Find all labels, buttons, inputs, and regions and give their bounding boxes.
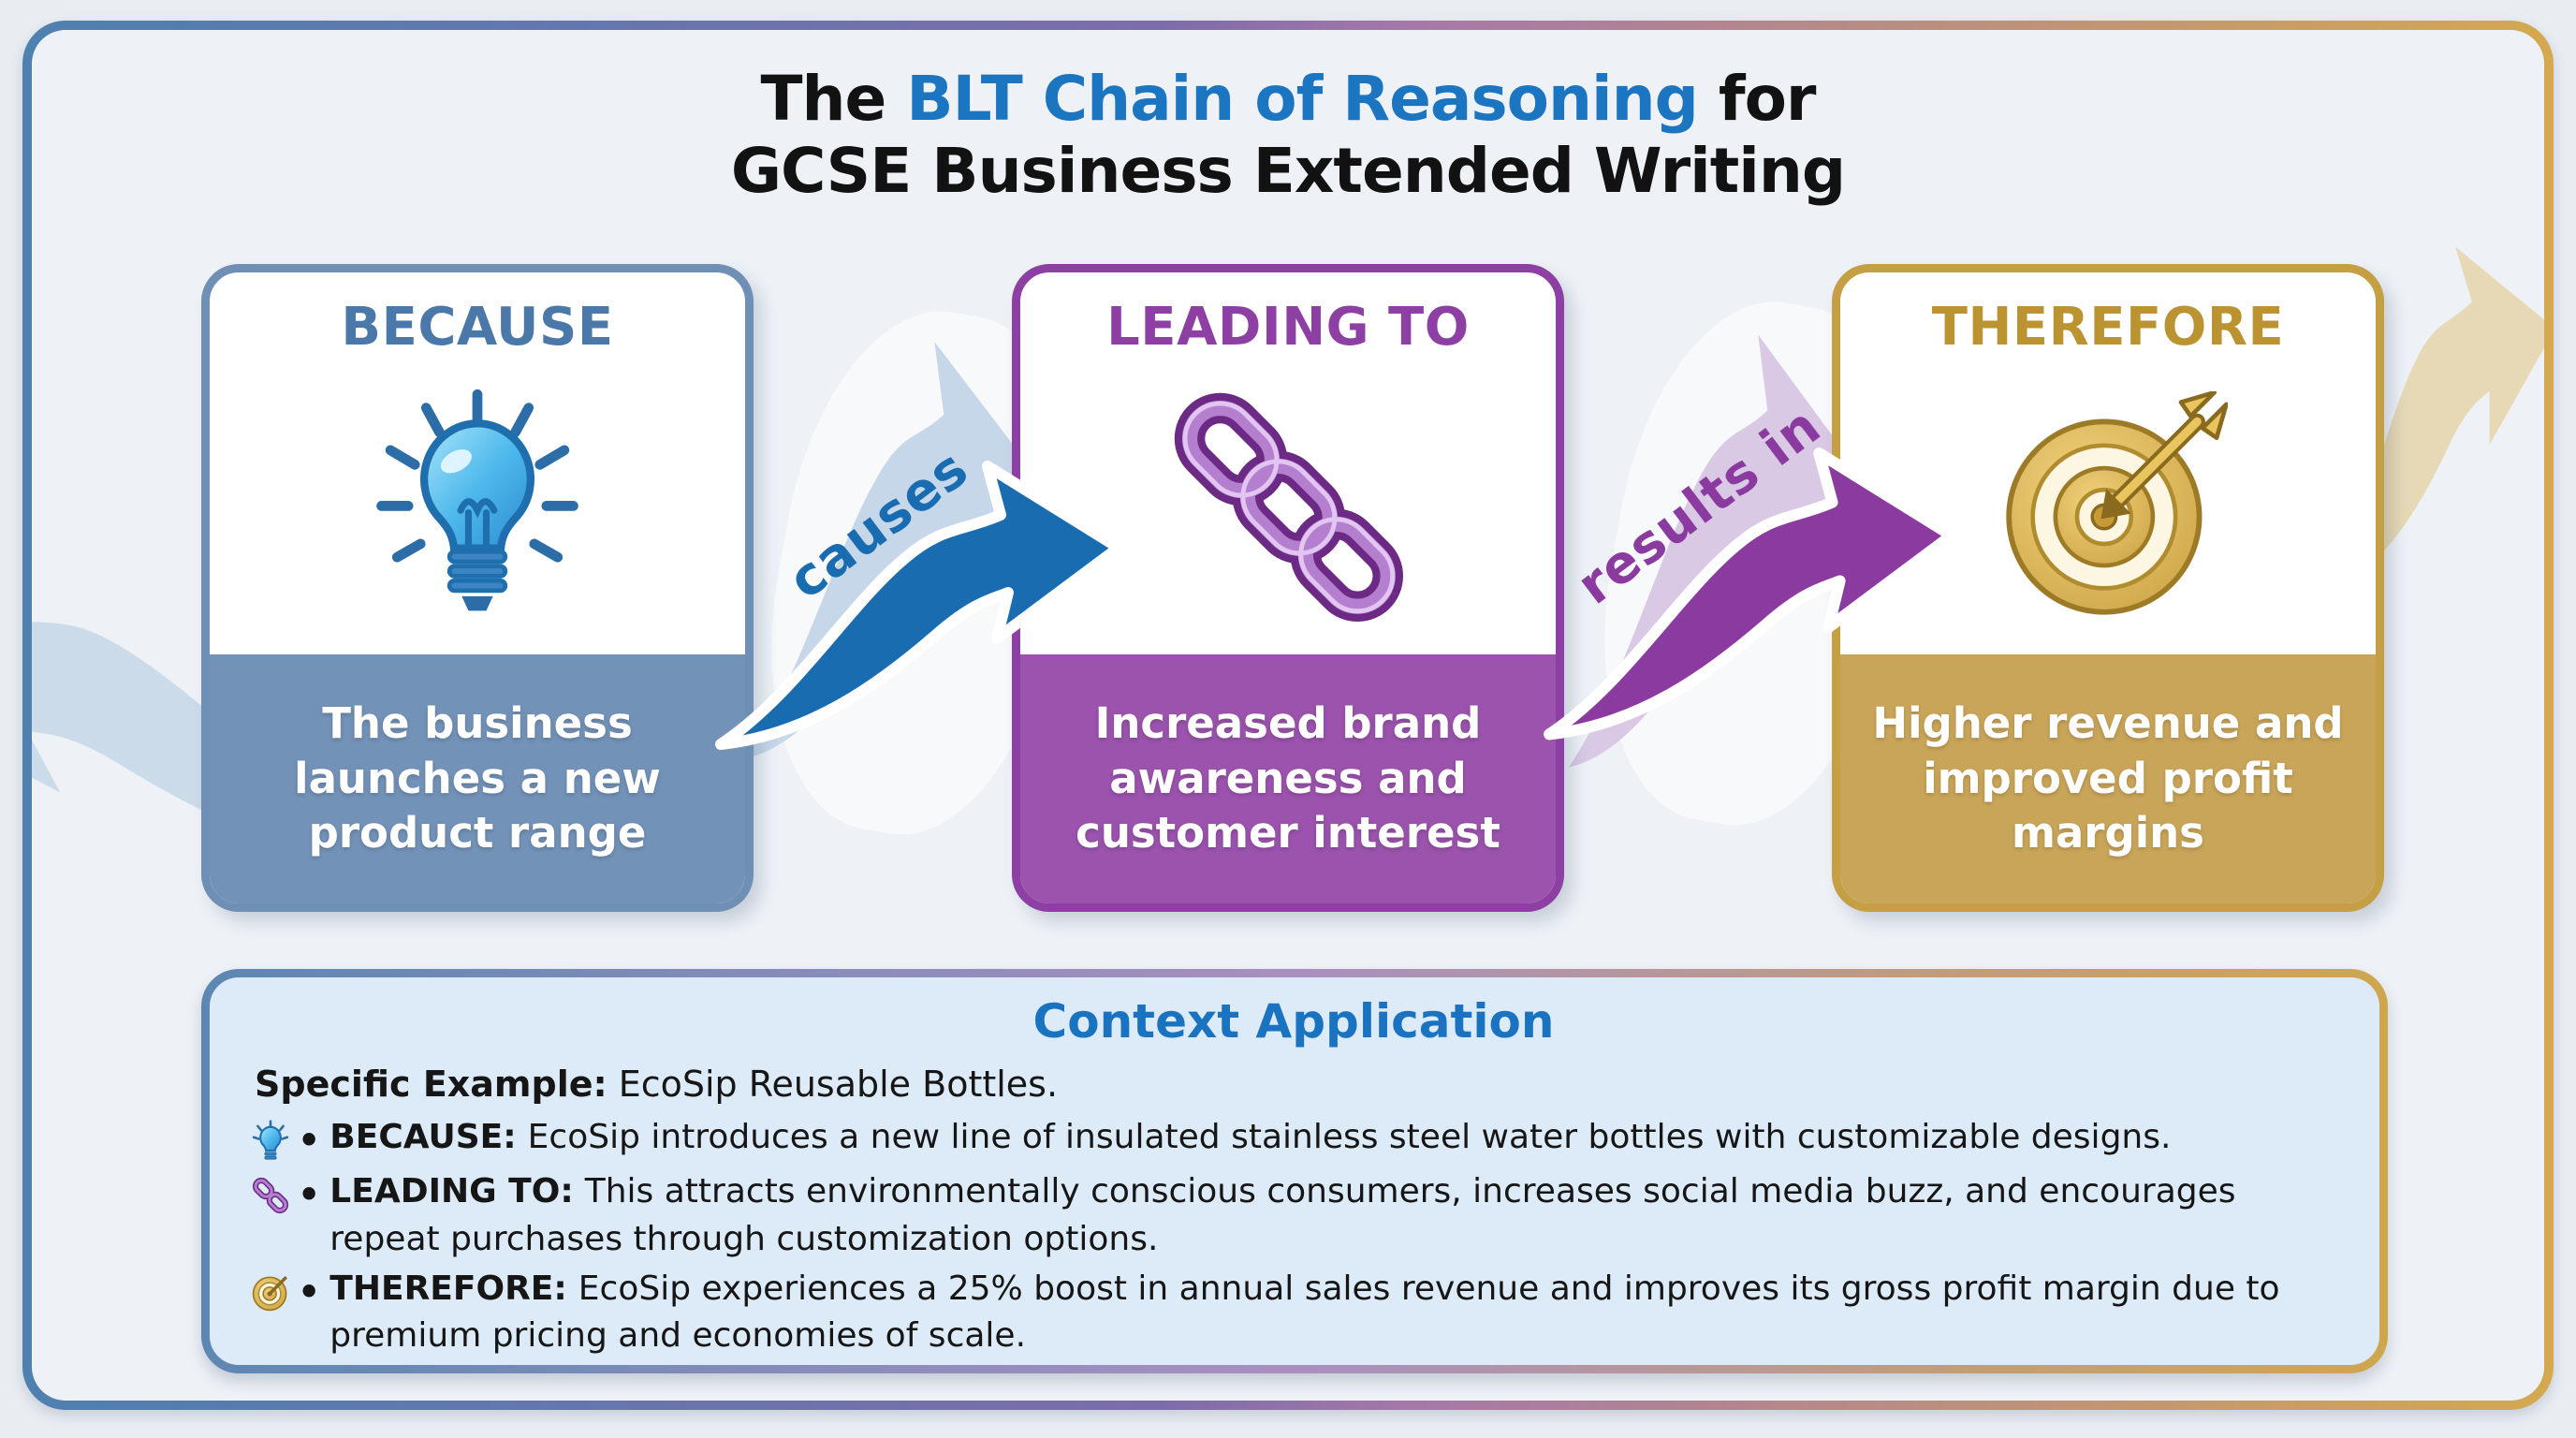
context-example-label: Specific Example: <box>255 1064 607 1105</box>
card-because-body: The business launches a new product rang… <box>210 654 745 903</box>
page-title-line1: The BLT Chain of Reasoning for <box>32 63 2544 136</box>
dart <box>2100 391 2228 520</box>
target-icon <box>2005 391 2228 615</box>
bullet-because-text: BECAUSE: EcoSip introduces a new line of … <box>329 1114 2336 1161</box>
bullet-dot: • <box>298 1174 321 1216</box>
bullet-therefore-text: THEREFORE:EcoSip experiences a 25% boost… <box>329 1266 2336 1360</box>
context-bullet-because: • BECAUSE: EcoSip introduces a new line o… <box>251 1114 2336 1166</box>
card-therefore: THEREFORE Higher revenue and improved pr… <box>1832 264 2384 912</box>
bullet-leading-body: This attracts environmentally conscious … <box>329 1172 2236 1258</box>
chain-icon <box>252 1177 289 1213</box>
card-therefore-body: Higher revenue and improved profit margi… <box>1840 654 2376 903</box>
bullet-because-label: BECAUSE: <box>329 1118 517 1156</box>
bullet-prefix: • <box>251 1168 320 1220</box>
card-leading-icon-wrap <box>1020 358 1556 654</box>
bullet-prefix: • <box>251 1114 320 1166</box>
title-highlight: BLT Chain of Reasoning <box>906 63 1699 135</box>
page-title: The BLT Chain of Reasoning for GCSE Busi… <box>32 63 2544 207</box>
bullet-because-body: EcoSip introduces a new line of insulate… <box>527 1118 2172 1156</box>
card-because-icon-wrap <box>210 358 745 654</box>
card-because: BECAUSE The business launches a new prod… <box>201 264 754 912</box>
page-title-line2: GCSE Business Extended Writing <box>730 134 1846 207</box>
bullet-leading-text: LEADING TO:This attracts environmentally… <box>329 1168 2336 1263</box>
context-title: Context Application <box>1032 994 1555 1049</box>
bullet-leading-label: LEADING TO: <box>329 1172 574 1211</box>
title-part1: The <box>760 63 907 135</box>
context-example-text: EcoSip Reusable Bottles. <box>618 1064 1059 1105</box>
bullet-dot: • <box>298 1120 321 1161</box>
context-application-box: Context Application Specific Example: Eco… <box>201 969 2388 1373</box>
context-bullet-therefore: • THEREFORE:EcoSip experiences a 25% boo… <box>251 1266 2336 1360</box>
bullet-therefore-body: EcoSip experiences a 25% boost in annual… <box>329 1269 2280 1356</box>
title-part2: for <box>1697 63 1817 135</box>
lightbulb-icon <box>376 389 578 610</box>
bullet-prefix: • <box>251 1266 320 1317</box>
card-therefore-icon-wrap <box>1840 358 2376 654</box>
card-therefore-heading: THEREFORE <box>1931 297 2285 358</box>
card-leading-to: LEADING TO Incr <box>1012 264 1564 912</box>
lightbulb-icon <box>252 1120 289 1160</box>
card-leading-heading: LEADING TO <box>1106 297 1470 358</box>
bullet-dot: • <box>298 1270 321 1313</box>
card-because-heading: BECAUSE <box>341 297 614 358</box>
bullet-therefore-label: THEREFORE: <box>329 1269 567 1308</box>
card-leading-body: Increased brand awareness and customer i… <box>1020 654 1556 903</box>
context-bullet-leading-to: • LEADING TO:This attracts environmental… <box>251 1168 2336 1263</box>
chain-icon <box>1174 392 1403 622</box>
target-icon <box>252 1276 287 1311</box>
context-example: Specific Example: EcoSip Reusable Bottles… <box>255 1064 2336 1105</box>
